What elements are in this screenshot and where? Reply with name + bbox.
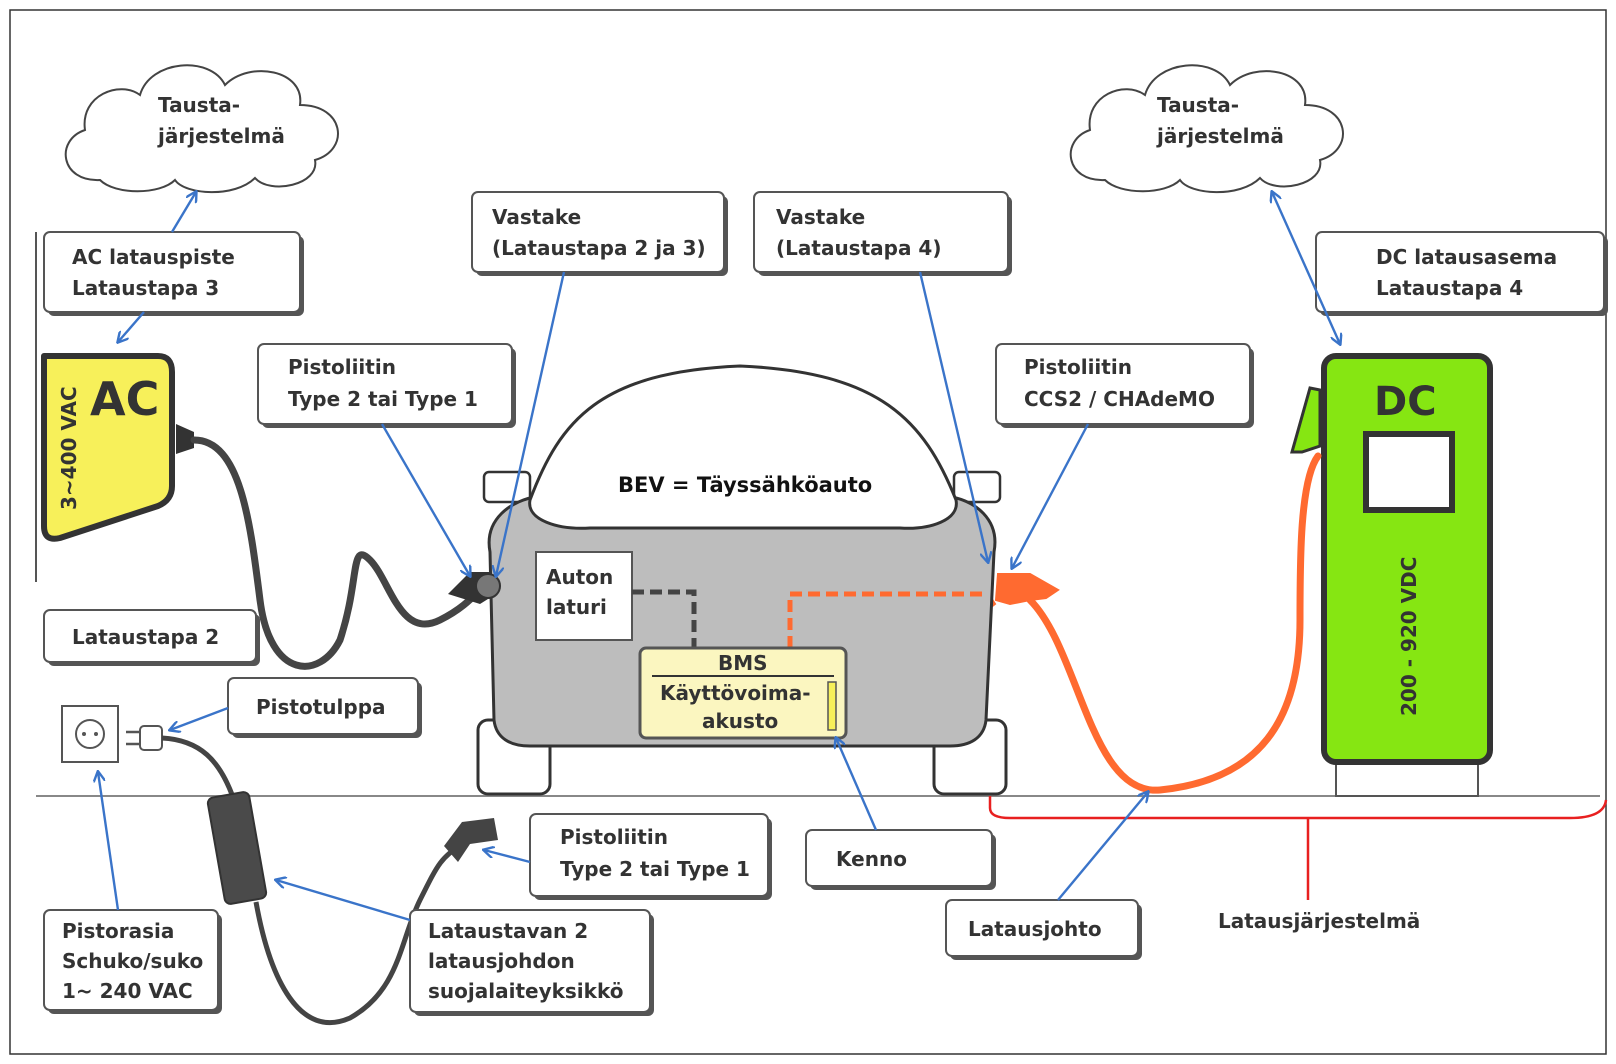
arrow-pistoliitin-m2 [484, 850, 531, 864]
dc-charger-icon [1290, 353, 1493, 797]
ac-station-label-box [43, 231, 304, 316]
dc-plug-icon [983, 566, 1060, 608]
pistoliitin-ac-box [257, 343, 516, 428]
pistoliitin-m2-line2: Type 2 tai Type 1 [560, 857, 750, 881]
mode2-cable-upper [161, 735, 237, 801]
mode2-plug-icon [444, 818, 498, 862]
arrow-pistotulppa [170, 706, 229, 730]
lataustapa2-box [43, 609, 260, 666]
car-title: BEV = Täyssähköauto [618, 473, 872, 497]
arrow-kenno [836, 738, 878, 831]
vastake-dc-line2: (Lataustapa 4) [776, 236, 941, 260]
pistotulppa-label: Pistotulppa [256, 695, 386, 719]
dc-station-big-text: DC [1374, 379, 1437, 425]
charging-system-bracket [988, 796, 1608, 820]
pistoliitin-dc-box [995, 343, 1254, 428]
pistoliitin-ac-line2: Type 2 tai Type 1 [288, 387, 478, 411]
ac-charging-cable [190, 436, 484, 670]
cloud-right-line2: järjestelmä [1156, 124, 1284, 148]
cloud-left-line2: järjestelmä [157, 124, 285, 148]
vastake-ac-line1: Vastake [492, 205, 581, 229]
dc-station-label-box [1315, 231, 1608, 316]
arrow-cloud-right-dc [1272, 192, 1340, 344]
suojalaite-line2: latausjohdon [428, 949, 575, 973]
arrow-pistoliitin-dc [1012, 423, 1090, 568]
arrow-ac-label-wallbox [118, 311, 145, 342]
latausjohto-box [945, 899, 1142, 960]
wall-socket-icon [61, 705, 119, 763]
diagram-frame [9, 9, 1607, 1055]
arrow-pistoliitin-ac [380, 423, 470, 576]
ac-station-label-line1: AC latauspiste [72, 245, 235, 269]
lataustapa2-label: Lataustapa 2 [72, 625, 219, 649]
latausjarjestelma-label: Latausjärjestelmä [1218, 909, 1420, 933]
cloud-right-icon [1069, 64, 1344, 194]
car-charger-line1: Auton [546, 565, 613, 589]
cloud-left-icon [64, 64, 339, 194]
battery-bms: BMS [718, 651, 768, 675]
ac-station-label-line2: Lataustapa 3 [72, 276, 219, 300]
arrow-suojalaite [276, 880, 411, 922]
kenno-label: Kenno [836, 847, 907, 871]
arrow-cloud-left-ac [170, 192, 196, 233]
pistoliitin-dc-line2: CCS2 / CHAdeMO [1024, 387, 1215, 411]
pistoliitin-m2-box [529, 813, 772, 900]
suojalaite-box [409, 909, 654, 1016]
car-charger-line2: laturi [546, 595, 607, 619]
pistorasia-line2: Schuko/suko [62, 949, 203, 973]
pistoliitin-m2-line1: Pistoliitin [560, 825, 668, 849]
pistorasia-box [43, 909, 222, 1014]
vastake-dc-line1: Vastake [776, 205, 865, 229]
charger-to-battery-dashed [632, 589, 697, 648]
vastake-dc-box [753, 191, 1012, 276]
battery-cell-icon [827, 681, 837, 731]
cloud-left-line1: Tausta- [158, 93, 240, 117]
ac-station-voltage: 3~400 VAC [57, 386, 81, 510]
pistoliitin-dc-line1: Pistoliitin [1024, 355, 1132, 379]
dc-charging-cable [1026, 452, 1322, 794]
pistorasia-line3: 1~ 240 VAC [62, 979, 193, 1003]
pistoliitin-ac-line1: Pistoliitin [288, 355, 396, 379]
mode2-protection-unit-icon [206, 791, 268, 905]
battery-line1: Käyttövoima- [660, 681, 811, 705]
dc-inlet-to-battery-dashed [787, 591, 986, 648]
cloud-right-line1: Tausta- [1157, 93, 1239, 117]
suojalaite-line3: suojalaiteyksikkö [428, 979, 623, 1003]
callout-arrows [98, 192, 1340, 922]
kenno-box [805, 829, 996, 890]
car-charger-box [535, 551, 633, 641]
pistotulppa-box [227, 677, 422, 738]
arrow-vastake-dc [918, 271, 988, 562]
arrow-pistorasia [98, 772, 120, 911]
ac-station-big-text: AC [90, 372, 159, 426]
mode2-cable-lower [253, 840, 466, 1026]
arrow-latausjohto [1057, 792, 1148, 901]
schuko-plug-icon [126, 725, 163, 751]
dc-station-label-line2: Lataustapa 4 [1376, 276, 1523, 300]
vastake-ac-line2: (Lataustapa 2 ja 3) [492, 236, 706, 260]
vastake-ac-box [471, 191, 728, 276]
suojalaite-line1: Lataustavan 2 [428, 919, 588, 943]
dc-station-label-line1: DC latausasema [1376, 245, 1557, 269]
arrow-vastake-ac [496, 271, 566, 576]
pistorasia-line1: Pistorasia [62, 919, 174, 943]
latausjohto-label: Latausjohto [968, 917, 1102, 941]
battery-line2: akusto [702, 709, 778, 733]
battery-box [638, 646, 848, 740]
dc-station-voltage: 200 - 920 VDC [1397, 557, 1421, 716]
ac-wallbox-icon [41, 353, 194, 542]
